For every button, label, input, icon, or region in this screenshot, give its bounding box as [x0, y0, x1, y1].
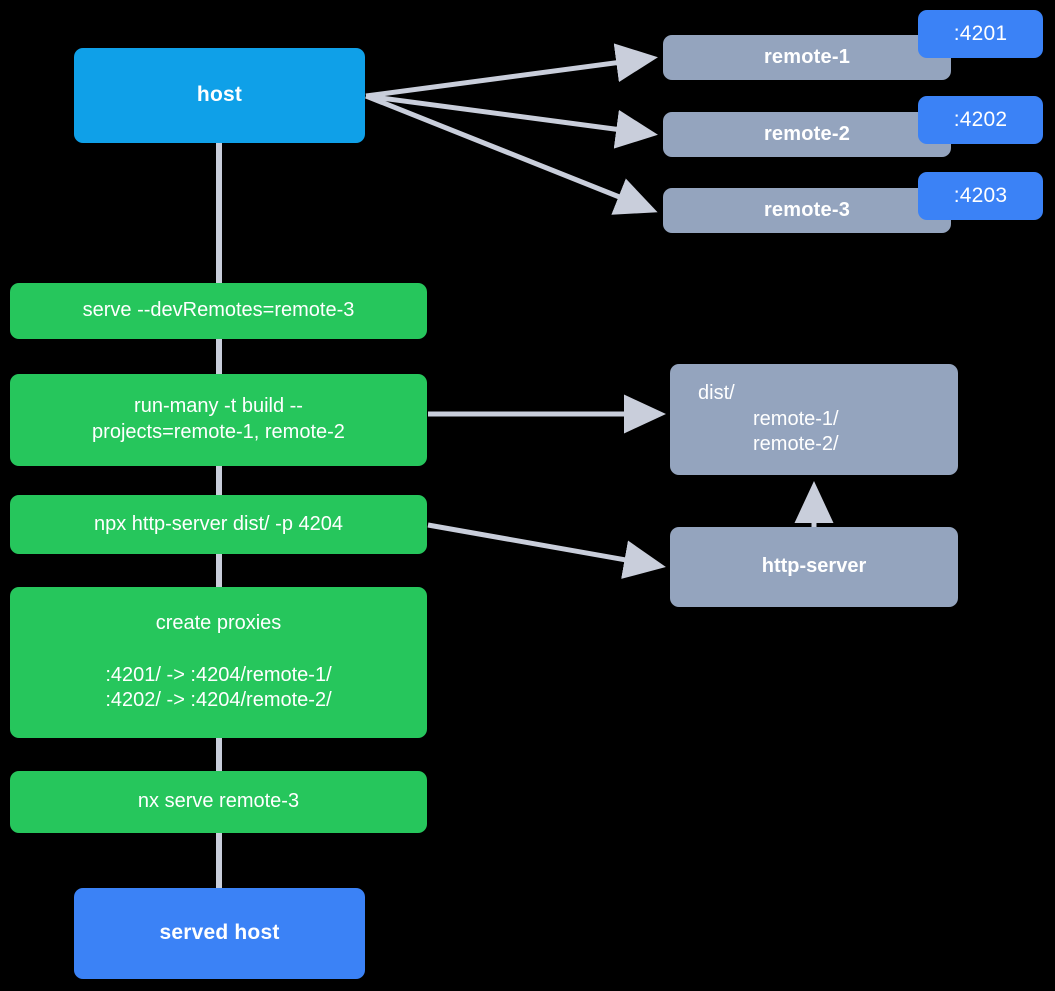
- command-run-many-line-2: projects=remote-1, remote-2: [92, 421, 345, 443]
- edge-host-to-remotes: [365, 43, 658, 215]
- port-badge-remote-2: :4202: [918, 96, 1043, 144]
- node-remote-3-label: remote-3: [763, 198, 851, 221]
- port-badge-remote-1-label: :4201: [953, 22, 1008, 45]
- dist-child-remote-2: remote-2/: [753, 433, 839, 456]
- node-remote-2-label: remote-2: [763, 122, 851, 145]
- node-served-host-label: served host: [159, 921, 280, 945]
- command-create-proxies-mapping-2: :4202/ -> :4204/remote-2/: [105, 689, 332, 712]
- port-badge-remote-3-label: :4203: [953, 184, 1008, 207]
- node-remote-3[interactable]: remote-3: [663, 188, 951, 233]
- node-http-server-label: http-server: [761, 555, 867, 578]
- command-create-proxies-title: create proxies: [155, 612, 282, 635]
- node-served-host[interactable]: served host: [74, 888, 365, 979]
- node-remote-1-label: remote-1: [763, 45, 851, 68]
- node-host-label: host: [196, 83, 243, 107]
- command-nx-serve-remote-3-line-1: nx serve remote-3: [137, 790, 300, 813]
- dist-root-label: dist/: [698, 382, 735, 405]
- node-command-create-proxies[interactable]: create proxies :4201/ -> :4204/remote-1/…: [10, 587, 427, 738]
- dist-folder-tree: dist/ remote-1/ remote-2/: [670, 381, 958, 458]
- port-badge-remote-1: :4201: [918, 10, 1043, 58]
- node-remote-1[interactable]: remote-1: [663, 35, 951, 80]
- node-dist-folder[interactable]: dist/ remote-1/ remote-2/: [670, 364, 958, 475]
- node-remote-2[interactable]: remote-2: [663, 112, 951, 157]
- dist-child-remote-1: remote-1/: [753, 407, 839, 430]
- node-command-npx-http-server[interactable]: npx http-server dist/ -p 4204: [10, 495, 427, 554]
- command-create-proxies-mapping-1: :4201/ -> :4204/remote-1/: [105, 663, 332, 686]
- node-command-serve[interactable]: serve --devRemotes=remote-3: [10, 283, 427, 339]
- node-command-run-many[interactable]: run-many -t build -- projects=remote-1, …: [10, 374, 427, 466]
- command-run-many-line-1: run-many -t build --: [134, 395, 303, 418]
- node-command-nx-serve-remote-3[interactable]: nx serve remote-3: [10, 771, 427, 833]
- command-npx-http-server-line-1: npx http-server dist/ -p 4204: [93, 512, 343, 535]
- node-host[interactable]: host: [74, 48, 365, 143]
- port-badge-remote-2-label: :4202: [953, 108, 1008, 131]
- port-badge-remote-3: :4203: [918, 172, 1043, 220]
- command-serve-line-1: serve --devRemotes=remote-3: [82, 299, 355, 322]
- edge-npx-to-httpserver: [427, 522, 666, 579]
- node-http-server[interactable]: http-server: [670, 527, 958, 607]
